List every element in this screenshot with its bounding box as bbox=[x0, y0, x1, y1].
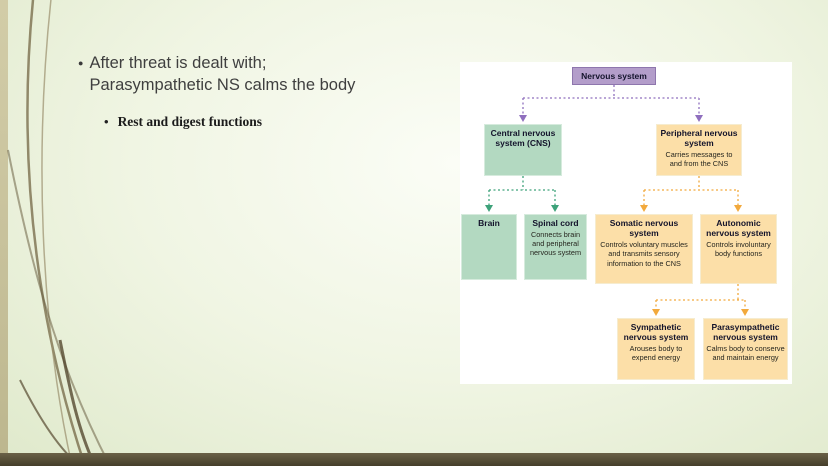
node-title: Parasympathetic nervous system bbox=[711, 322, 780, 343]
diagram-panel: Nervous system Central nervous system (C… bbox=[460, 62, 792, 384]
diagram-connectors bbox=[485, 85, 749, 316]
left-edge-strip bbox=[0, 0, 8, 466]
bullet-sub-text: Rest and digest functions bbox=[117, 114, 262, 129]
node-title: Brain bbox=[478, 218, 500, 228]
node-spinal-cord: Spinal cord Connects brain and periphera… bbox=[524, 214, 587, 280]
bullet-main-line2: Parasympathetic NS calms the body bbox=[89, 76, 356, 95]
node-desc: Arouses body to expend energy bbox=[629, 344, 683, 363]
node-nervous-system: Nervous system bbox=[572, 67, 656, 85]
node-title: Spinal cord bbox=[532, 218, 579, 228]
node-desc: Controls involuntary body functions bbox=[706, 240, 771, 259]
bullet-sub: • Rest and digest functions bbox=[104, 113, 262, 130]
node-title: Central nervous system (CNS) bbox=[490, 128, 556, 149]
node-desc: Controls voluntary muscles and transmits… bbox=[600, 240, 688, 268]
bottom-bar bbox=[0, 453, 828, 466]
bullet-dot-icon: ● bbox=[78, 58, 84, 68]
node-sympathetic-nervous-system: Sympathetic nervous system Arouses body … bbox=[617, 318, 695, 380]
node-title: Sympathetic nervous system bbox=[623, 322, 689, 343]
node-title: Somatic nervous system bbox=[609, 218, 679, 239]
node-desc: Calms body to conserve and maintain ener… bbox=[706, 344, 785, 363]
node-title: Autonomic nervous system bbox=[706, 218, 771, 239]
bullet-main-text: After threat is dealt with; Parasympathe… bbox=[89, 52, 355, 97]
node-title: Peripheral nervous system bbox=[660, 128, 738, 149]
node-parasympathetic-nervous-system: Parasympathetic nervous system Calms bod… bbox=[703, 318, 788, 380]
bullet-main-line1: After threat is dealt with; bbox=[89, 54, 267, 72]
node-central-nervous-system: Central nervous system (CNS) bbox=[484, 124, 562, 176]
sub-bullet-dot-icon: • bbox=[104, 114, 109, 129]
node-somatic-nervous-system: Somatic nervous system Controls voluntar… bbox=[595, 214, 693, 284]
bullet-main: ● After threat is dealt with; Parasympat… bbox=[78, 52, 355, 97]
node-brain: Brain bbox=[461, 214, 517, 280]
node-desc: Carries messages to and from the CNS bbox=[665, 150, 733, 169]
node-desc: Connects brain and peripheral nervous sy… bbox=[529, 230, 582, 258]
node-peripheral-nervous-system: Peripheral nervous system Carries messag… bbox=[656, 124, 742, 176]
node-autonomic-nervous-system: Autonomic nervous system Controls involu… bbox=[700, 214, 777, 284]
node-title: Nervous system bbox=[581, 70, 647, 81]
